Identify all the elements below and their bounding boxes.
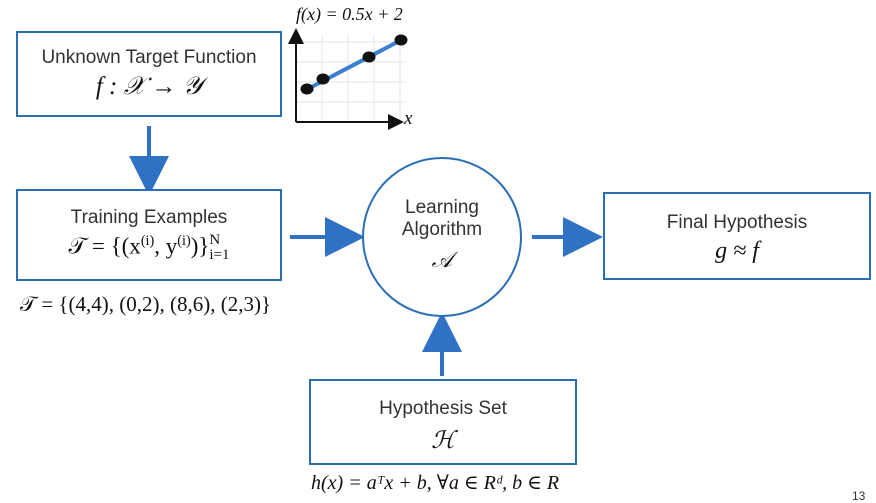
- data-point: [316, 73, 330, 85]
- algorithm-symbol: 𝒜: [431, 247, 453, 272]
- mini-plot: [288, 28, 408, 130]
- target-function-box: Unknown Target Function f : 𝒳 → 𝒴: [16, 31, 282, 117]
- target-function-formula: f : 𝒳 → 𝒴: [95, 73, 203, 100]
- training-examples-title: Training Examples: [70, 207, 228, 228]
- learning-algorithm-node: Learning Algorithm 𝒜: [362, 157, 522, 317]
- plot-title: f(x) = 0.5x + 2: [296, 4, 403, 24]
- hypothesis-form: h(x) = aᵀx + b, ∀a ∈ Rᵈ, b ∈ R: [311, 472, 560, 494]
- final-hypothesis-box: Final Hypothesis g ≈ f: [603, 192, 871, 280]
- hypothesis-set-symbol: ℋ: [431, 428, 455, 454]
- algorithm-label-line2: Algorithm: [401, 219, 483, 240]
- plot-x-label: x: [404, 108, 413, 129]
- final-hypothesis-formula: g ≈ f: [715, 238, 759, 264]
- data-point: [362, 51, 376, 63]
- final-hypothesis-title: Final Hypothesis: [666, 212, 808, 233]
- data-point: [394, 34, 408, 46]
- page-number: 13: [852, 489, 866, 503]
- training-set-values: 𝒯 = {(4,4), (0,2), (8,6), (2,3)}: [20, 292, 272, 316]
- hypothesis-set-box: Hypothesis Set ℋ: [309, 379, 577, 465]
- target-function-title: Unknown Target Function: [41, 47, 257, 68]
- fit-line: [301, 36, 406, 94]
- data-point: [300, 83, 314, 95]
- algorithm-label-line1: Learning: [405, 197, 479, 218]
- hypothesis-set-title: Hypothesis Set: [379, 398, 507, 419]
